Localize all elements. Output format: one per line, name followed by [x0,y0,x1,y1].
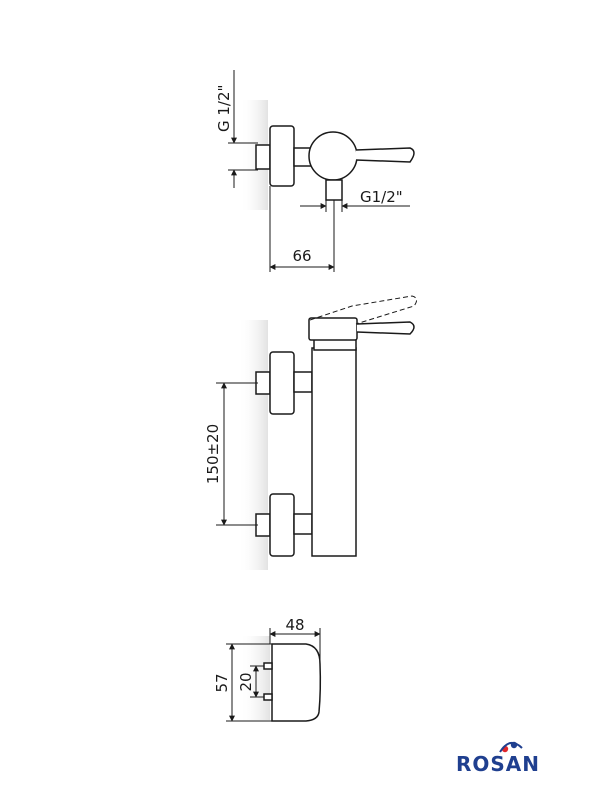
connector-top [255,144,271,170]
label-width: 48 [285,616,304,634]
mixer-body-top [308,131,358,181]
dimension-height [226,643,272,722]
logo-arc-icon [499,741,523,753]
logo-text: ROSAN [456,752,540,776]
pin-upper [263,662,273,670]
body-link-lower [293,513,313,535]
lever-raised-dashed [309,295,418,325]
dimension-thread-wall [228,70,258,188]
pin-lower [263,693,273,701]
side-view [226,628,322,722]
label-depth: 66 [292,247,311,265]
mixer-body-front [311,347,357,557]
escutcheon-lower [269,493,295,557]
label-height: 57 [213,673,231,692]
body-profile-side [271,643,322,722]
front-view [216,295,418,570]
lever-handle-front [356,321,415,335]
label-thread-outlet: G1/2" [360,188,403,206]
lever-handle-top [355,147,415,163]
escutcheon-upper [269,351,295,415]
label-spacing: 150±20 [204,424,222,484]
dimension-width [269,628,321,660]
rosan-logo: ROSAN [456,741,540,776]
connector-lower [255,513,271,537]
dimension-offset [250,665,264,698]
label-thread-wall: G 1/2" [215,85,233,132]
dimension-depth [269,186,335,272]
connector-upper [255,371,271,395]
top-view [228,70,415,272]
escutcheon-top [269,125,295,187]
dimension-thread-outlet [300,200,410,212]
label-offset: 20 [237,672,255,691]
dimension-spacing [216,382,258,526]
lever-base-front [308,317,358,341]
outlet-top [325,179,343,201]
body-link-upper [293,371,313,393]
